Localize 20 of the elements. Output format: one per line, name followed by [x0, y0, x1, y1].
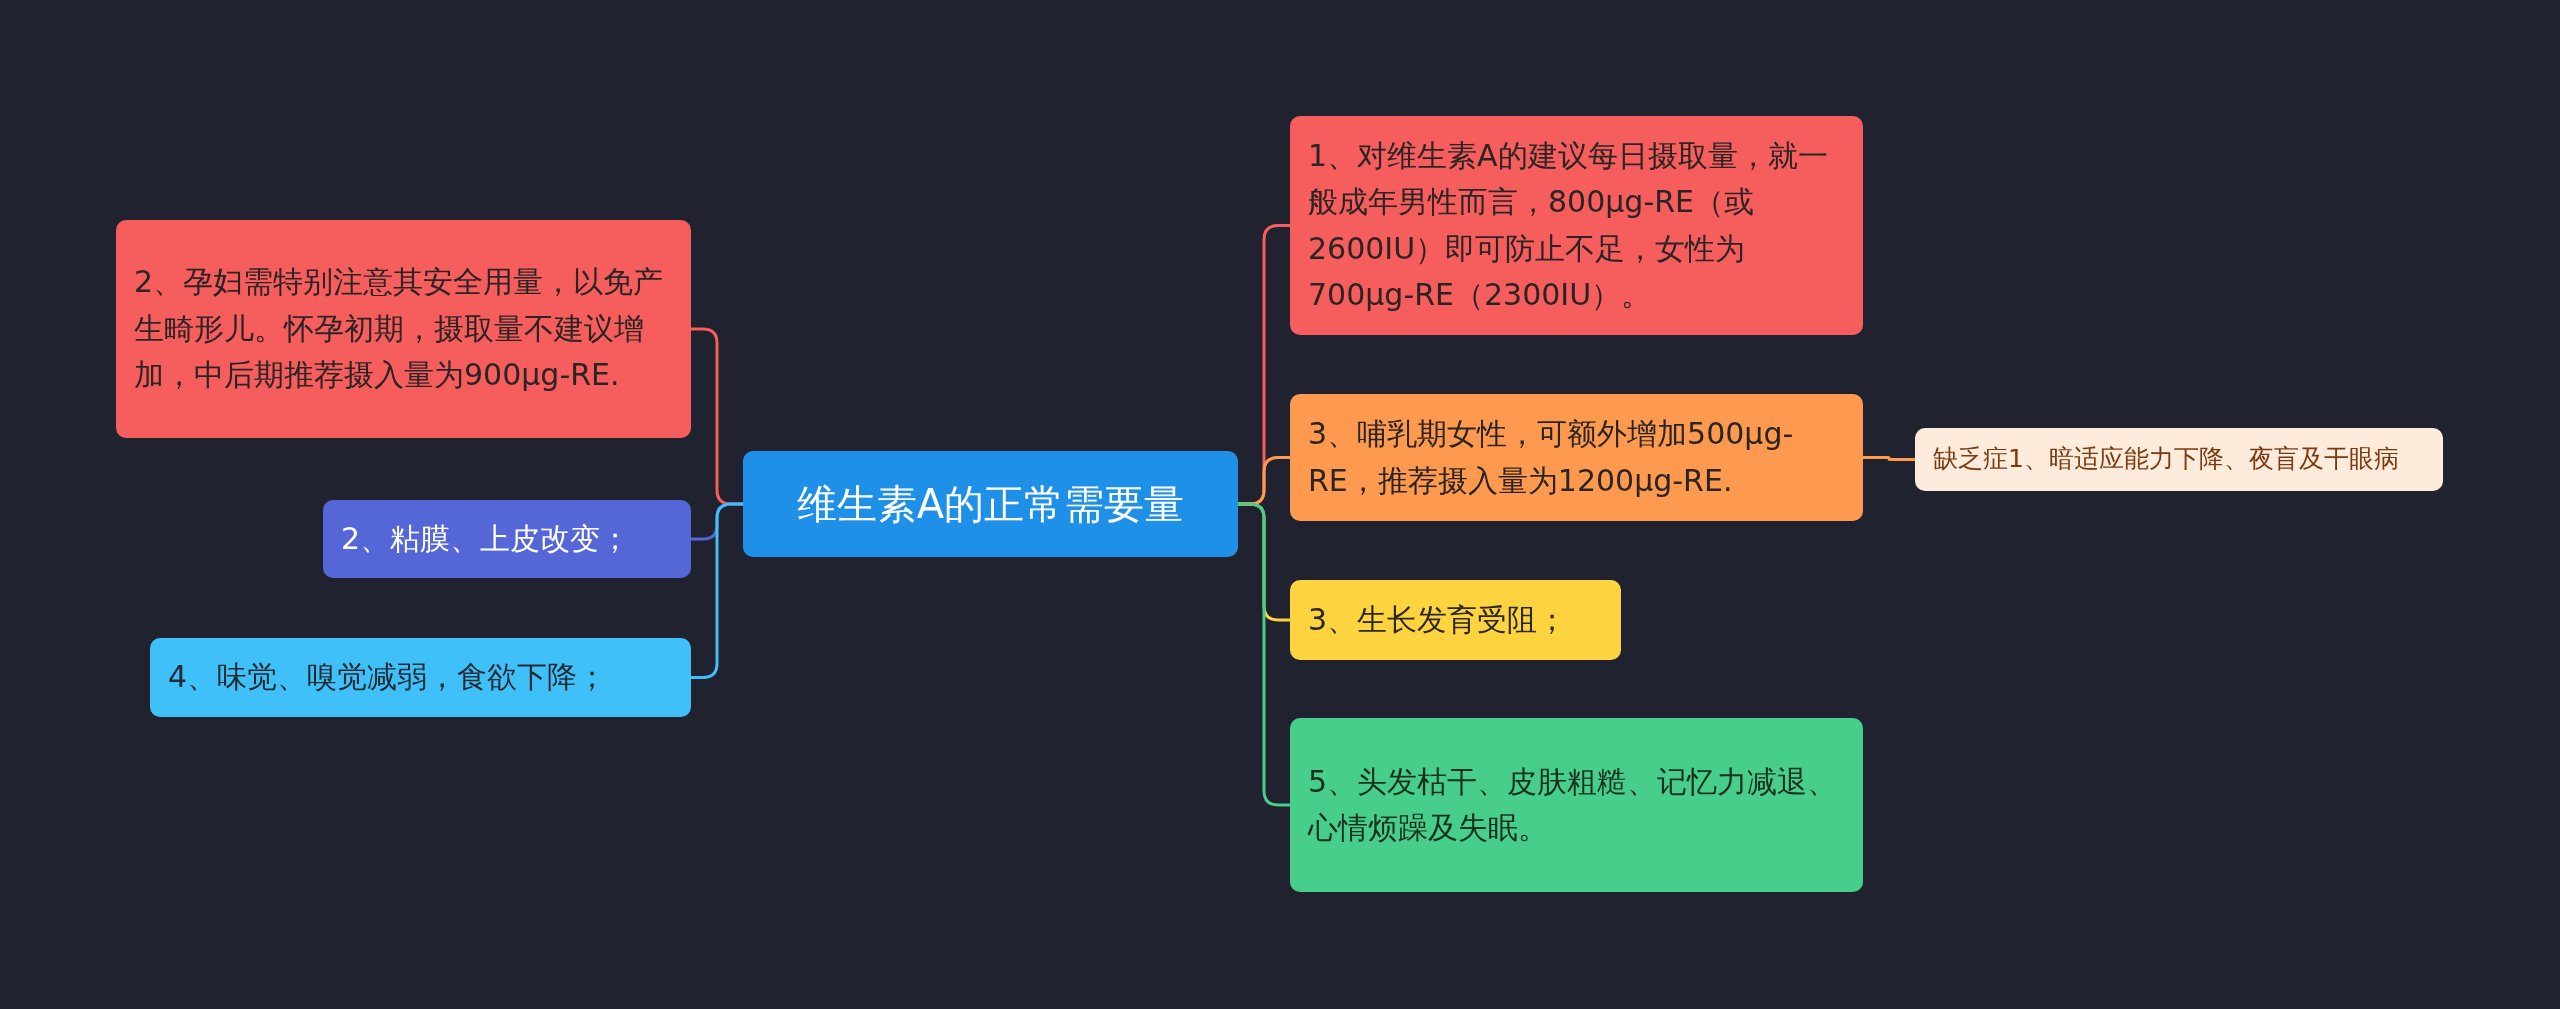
topic-text: 维生素A的正常需要量: [796, 480, 1185, 529]
topic-text: 2、粘膜、上皮改变；: [341, 519, 631, 558]
subtopic-box: [1915, 428, 2443, 491]
topic-text: 1、对维生素A的建议每日摄取量，就一般成年男性而言，800μg-RE（或2600IU）即可防止不足，女性为700μg-RE（2300IU）。: [1308, 136, 1829, 314]
topic-box: [116, 220, 691, 438]
topic-box: [1290, 580, 1621, 660]
topic-box: [1290, 116, 1863, 335]
topic-text: 5、头发枯干、皮肤粗糙、记忆力减退、心情烦躁及失眠。: [1308, 762, 1839, 847]
topic-text: 2、孕妇需特别注意其安全用量，以免产生畸形儿。怀孕初期，摄取量不建议增加，中后期推荐摄入量为900μg-RE.: [134, 263, 665, 395]
connector-line: [1238, 502, 1290, 807]
topic-box: [1290, 718, 1863, 892]
topic-text: 缺乏症1、暗适应能力下降、夜盲及干眼病: [1933, 443, 2399, 475]
central-topic: [743, 451, 1238, 557]
topic-box: [1290, 394, 1863, 521]
topic-text: 3、哺乳期女性，可额外增加500μg-RE，推荐摄入量为1200μg-RE.: [1308, 415, 1795, 500]
topic-box: [150, 638, 691, 717]
topic-text: 3、生长发育受阻；: [1308, 600, 1568, 639]
connector-line: [1863, 456, 1915, 461]
topic-text: 4、味觉、嗅觉减弱，食欲下降；: [168, 658, 608, 697]
topic-box: [323, 500, 691, 578]
